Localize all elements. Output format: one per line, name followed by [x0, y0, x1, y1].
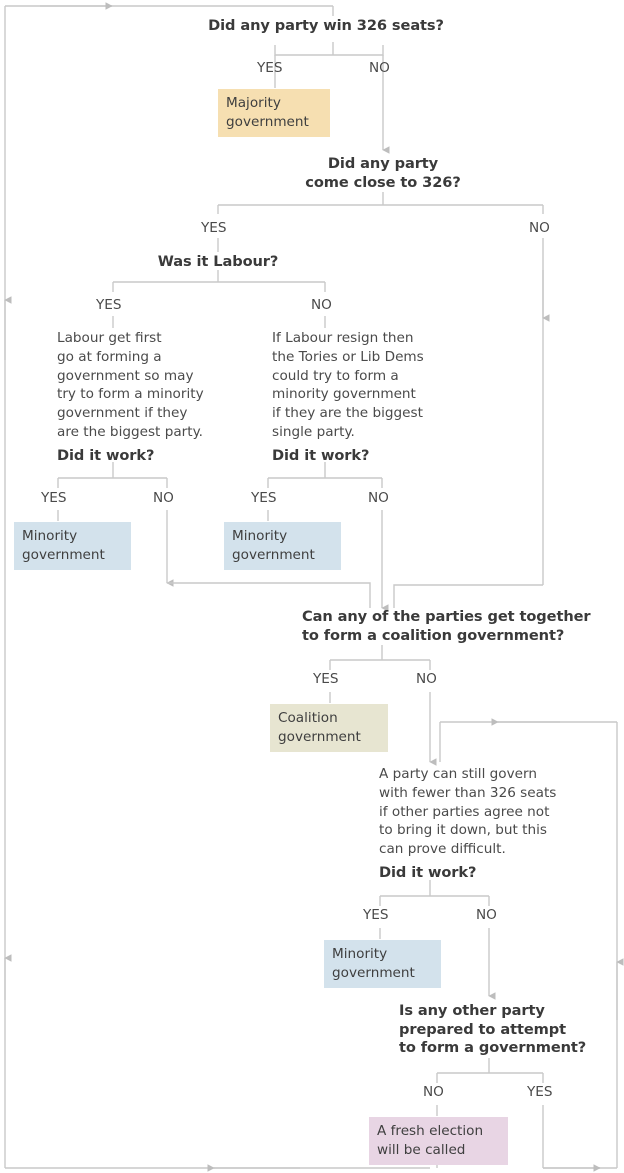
question-did-it-work-right: Did it work?	[272, 447, 370, 464]
branch-label-q1-yes: YES	[257, 60, 283, 76]
branch-label-q4r-no: NO	[368, 490, 389, 506]
branch-label-q4r-yes: YES	[251, 490, 277, 506]
question-did-any-party-win-326: Did any party win 326 seats?	[208, 17, 444, 34]
branch-label-q2-no: NO	[529, 220, 550, 236]
question-did-it-work-left: Did it work?	[57, 447, 155, 464]
outcome-minority-government-a: Minority government	[14, 522, 131, 571]
question-did-it-work-coalition: Did it work?	[379, 864, 477, 881]
paragraph-labour-resign: If Labour resign then the Tories or Lib …	[272, 330, 424, 440]
question-did-any-party-come-close: Did any party come close to 326?	[305, 155, 461, 191]
branch-label-q3-yes: YES	[96, 297, 122, 313]
branch-label-q6-no: NO	[476, 907, 497, 923]
branch-label-q7-yes: YES	[527, 1084, 553, 1100]
paragraph-party-can-still-govern: A party can still govern with fewer than…	[379, 766, 557, 858]
branch-label-q3-no: NO	[311, 297, 332, 313]
branch-label-q1-no: NO	[369, 60, 390, 76]
branch-label-q4l-no: NO	[153, 490, 174, 506]
paragraph-labour-first-go: Labour get first go at forming a governm…	[57, 330, 204, 440]
branch-label-q4l-yes: YES	[41, 490, 67, 506]
question-any-other-party-prepared: Is any other party prepared to attempt t…	[399, 1002, 587, 1056]
branch-label-q5-no: NO	[416, 671, 437, 687]
question-coalition-government: Can any of the parties get together to f…	[302, 608, 591, 644]
outcome-minority-government-c: Minority government	[324, 940, 441, 989]
branch-label-q7-no: NO	[423, 1084, 444, 1100]
branch-label-q2-yes: YES	[201, 220, 227, 236]
outcome-coalition-government: Coalition government	[270, 704, 388, 753]
outcome-minority-government-b: Minority government	[224, 522, 341, 571]
outcome-majority-government: Majority government	[218, 89, 330, 138]
question-was-it-labour: Was it Labour?	[157, 253, 279, 270]
branch-label-q5-yes: YES	[313, 671, 339, 687]
branch-label-q6-yes: YES	[363, 907, 389, 923]
outcome-fresh-election: A fresh election will be called	[369, 1117, 508, 1166]
